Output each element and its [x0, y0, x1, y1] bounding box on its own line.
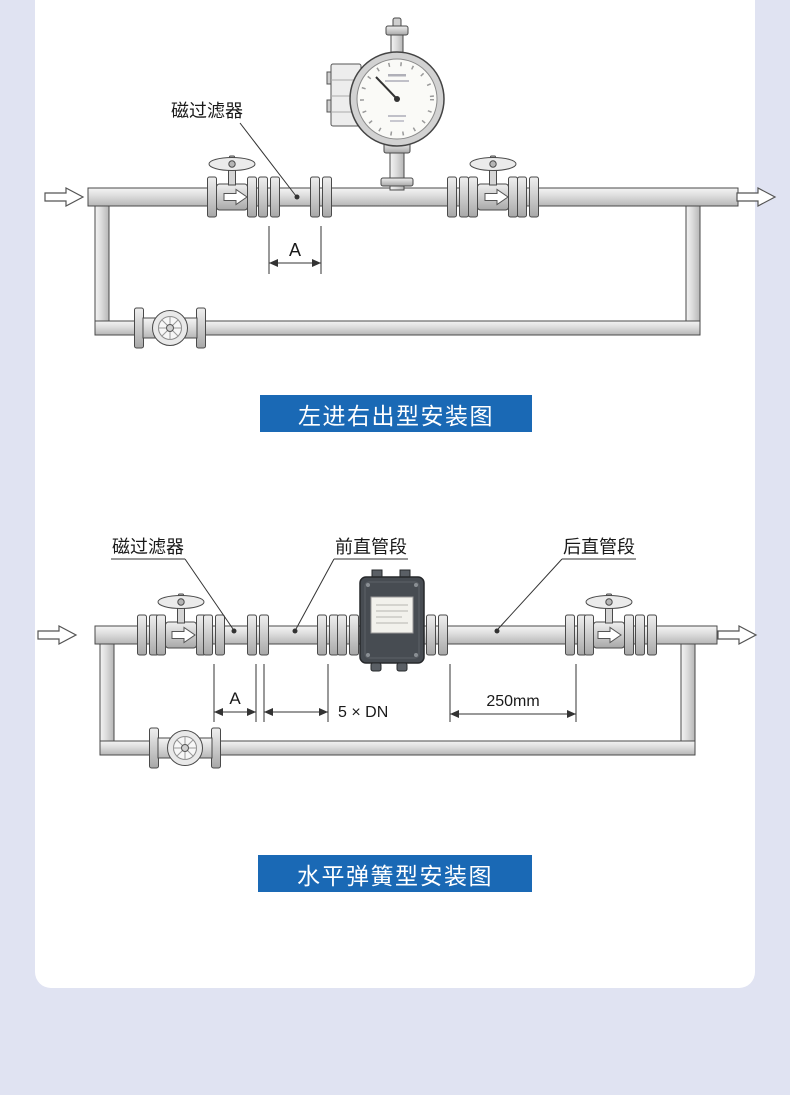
- diagram-horizontal-spring: 磁过滤器 前直管段 后直管段 A: [37, 537, 757, 768]
- front-straight-label: 前直管段: [335, 537, 407, 557]
- front-straight-callout: 前直管段: [292, 537, 408, 634]
- inlet-arrow-icon: [44, 187, 84, 207]
- bypass-line-2: [99, 637, 696, 768]
- main-pipeline: [87, 187, 739, 207]
- outlet-valve-2: [585, 594, 634, 655]
- outlet-arrow-icon: [736, 187, 776, 207]
- magnetic-filter-callout: 磁过滤器: [171, 101, 300, 200]
- inlet-arrow-icon: [37, 625, 77, 645]
- caption-horizontal-spring: 水平弹簧型安装图: [258, 855, 532, 892]
- bypass-valve: [135, 308, 206, 348]
- magnetic-filter-callout-2: 磁过滤器: [111, 537, 237, 634]
- caption-text: 水平弹簧型安装图: [297, 862, 493, 889]
- outlet-valve: [469, 156, 518, 217]
- dimension-250mm-text: 250mm: [486, 693, 539, 710]
- caption-text: 左进右出型安装图: [298, 402, 494, 429]
- diagram-left-in-right-out: 磁过滤器 A: [44, 17, 776, 348]
- dimension-5dn: 5 × DN: [263, 664, 388, 722]
- dimension-a-1: A: [268, 226, 322, 274]
- dimension-5dn-text: 5 × DN: [338, 704, 388, 721]
- electronic-flowmeter: [359, 569, 425, 672]
- inlet-valve: [208, 156, 257, 217]
- bypass-line: [94, 199, 701, 348]
- flowmeter-gauge: [326, 17, 445, 191]
- magnetic-filter-label: 磁过滤器: [112, 537, 184, 557]
- inlet-valve-2: [157, 594, 206, 655]
- caption-left-in-right-out: 左进右出型安装图: [260, 395, 532, 432]
- rear-straight-label: 后直管段: [563, 537, 635, 557]
- magnetic-filter-label: 磁过滤器: [171, 101, 243, 121]
- dimension-a-text: A: [289, 240, 301, 260]
- dimension-250mm: 250mm: [449, 664, 577, 722]
- bypass-valve-2: [150, 728, 221, 768]
- dimension-a-text: A: [229, 689, 241, 708]
- dimension-a-2: A: [213, 664, 257, 722]
- outlet-arrow-icon: [717, 625, 757, 645]
- rear-straight-callout: 后直管段: [494, 537, 636, 634]
